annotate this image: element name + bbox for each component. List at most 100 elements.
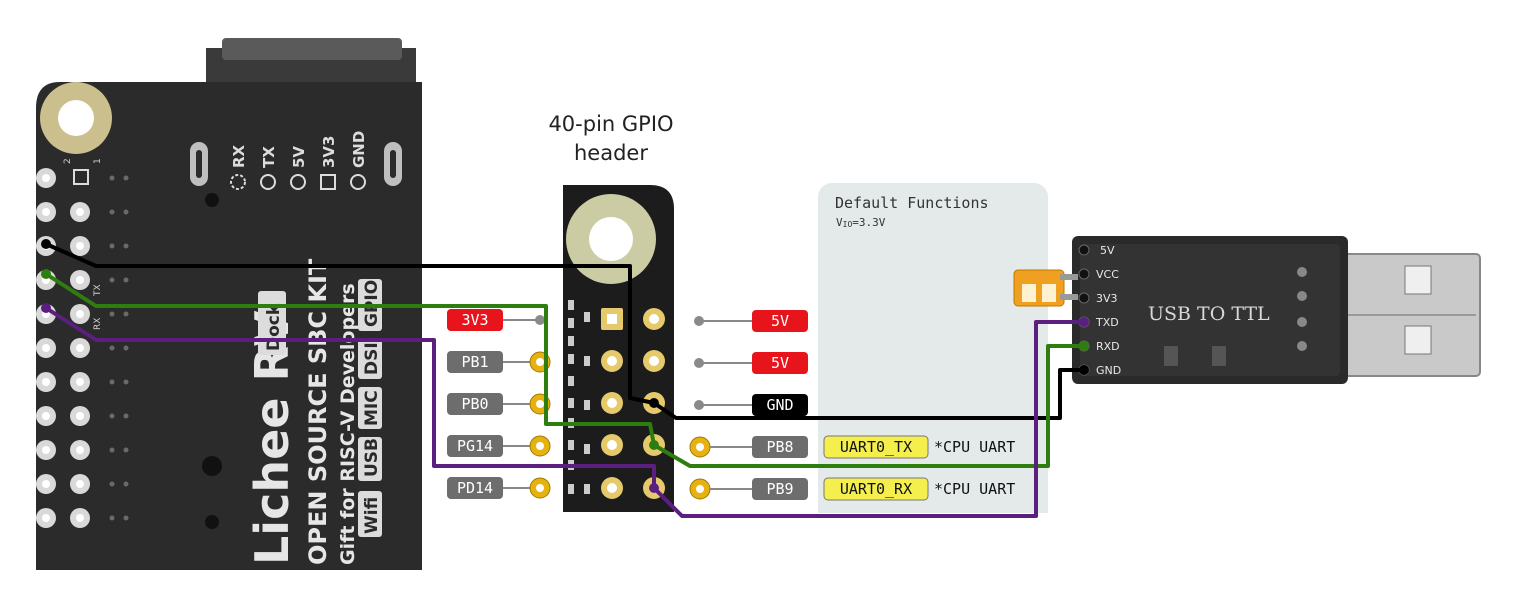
board-pin-hole xyxy=(76,480,84,488)
svg-text:PB8: PB8 xyxy=(766,438,793,456)
pin-label-3v3: 3V3 xyxy=(447,309,545,331)
board-via xyxy=(123,379,129,385)
svg-text:UART0_TX: UART0_TX xyxy=(840,438,912,456)
board-via xyxy=(123,447,129,453)
pin-label-pb8: PB8 UART0_TX *CPU UART xyxy=(689,435,1015,459)
svg-text:PB0: PB0 xyxy=(461,395,488,413)
silk-rx-side: RX xyxy=(93,318,103,330)
silk-pin-2: 2 xyxy=(63,158,73,164)
board-via xyxy=(109,311,115,317)
board-via xyxy=(123,209,129,215)
board-via xyxy=(123,413,129,419)
svg-text:GND: GND xyxy=(766,396,793,414)
wires xyxy=(41,239,1089,518)
usb-ttl-adapter: USB TO TTL 5V VCC 3V3 TXD RXD GND xyxy=(1013,236,1481,384)
function-uart0-rx xyxy=(823,477,929,501)
pin-label-5v-b: 5V xyxy=(694,352,808,374)
svg-text:PB9: PB9 xyxy=(766,480,793,498)
header-pin-3 xyxy=(601,350,623,372)
left-pin-labels: 3V3 PB1 PB0 PG14 xyxy=(447,309,551,499)
header-pin-9 xyxy=(601,477,623,499)
board-via xyxy=(123,311,129,317)
board-pin-hole xyxy=(76,310,84,318)
board-debug-labels: RX TX 5V 3V3 GND xyxy=(230,131,368,168)
board-tag-gpio: GPIO xyxy=(362,280,382,327)
svg-text:UART0_RX: UART0_RX xyxy=(840,480,912,498)
pin-label-pd14: PD14 xyxy=(447,477,551,499)
silk-rx: RX xyxy=(230,144,248,168)
ttl-pin-rxd: RXD xyxy=(1096,340,1120,353)
svg-text:PD14: PD14 xyxy=(457,479,493,497)
svg-text:5V: 5V xyxy=(771,312,789,330)
jumper-cap xyxy=(1013,269,1078,307)
board-pin-hole xyxy=(76,412,84,420)
board-via xyxy=(123,175,129,181)
board-line-kit: OPEN SOURCE SBC KIT xyxy=(304,258,332,565)
pin-label-pg14: PG14 xyxy=(447,435,551,457)
board-pin-hole xyxy=(42,412,50,420)
board-via xyxy=(109,277,115,283)
board-header-pins xyxy=(36,168,129,528)
board-via xyxy=(109,481,115,487)
ttl-pin-vcc: VCC xyxy=(1096,268,1119,281)
board-pin-hole xyxy=(76,208,84,216)
board-via xyxy=(109,209,115,215)
board-via xyxy=(123,243,129,249)
board-pin-hole xyxy=(76,344,84,352)
lichee-rv-board: RX TX 5V 3V3 GND 2 1 TX RX Lichee RV Doc… xyxy=(36,38,422,570)
board-via xyxy=(109,175,115,181)
silk-tx: TX xyxy=(260,146,278,168)
board-debug-pads xyxy=(190,142,402,190)
board-via xyxy=(123,345,129,351)
ttl-pin-5v: 5V xyxy=(1100,244,1115,257)
ttl-pin-3v3: 3V3 xyxy=(1096,292,1118,305)
header-title-line1: 40-pin GPIO xyxy=(548,112,673,136)
board-pin-hole xyxy=(76,514,84,522)
board-via xyxy=(123,277,129,283)
board-tags: Wifi USB MIC DSI GPIO xyxy=(358,279,382,537)
pin-label-5v-a: 5V xyxy=(694,310,808,332)
cpu-uart-note-2: *CPU UART xyxy=(934,480,1015,498)
silk-tx-side: TX xyxy=(93,284,103,297)
default-functions-title: Default Functions xyxy=(835,194,989,212)
ttl-pin-txd: TXD xyxy=(1095,316,1119,329)
cpu-uart-note-1: *CPU UART xyxy=(934,438,1015,456)
board-pin-hole xyxy=(42,480,50,488)
board-via xyxy=(109,413,115,419)
board-via xyxy=(109,243,115,249)
header-pin-2 xyxy=(643,308,665,330)
vio-label: VIO=3.3V xyxy=(836,216,886,229)
board-via xyxy=(123,481,129,487)
default-functions-panel: Default Functions VIO=3.3V xyxy=(818,183,1048,513)
board-tag-wifi: Wifi xyxy=(362,497,382,534)
board-pin-hole xyxy=(42,378,50,386)
board-via xyxy=(109,379,115,385)
header-pin-1 xyxy=(601,308,623,330)
svg-text:PB1: PB1 xyxy=(461,353,488,371)
header-title-line2: header xyxy=(574,141,648,165)
board-pin-hole xyxy=(76,276,84,284)
svg-text:5V: 5V xyxy=(771,354,789,372)
pin-label-pb1: PB1 xyxy=(447,351,551,373)
board-tag-mic: MIC xyxy=(362,390,382,426)
header-pin-5 xyxy=(601,392,623,414)
wire-tx xyxy=(44,272,1084,468)
board-pcb xyxy=(36,82,422,570)
board-pin-hole xyxy=(76,242,84,250)
pin-label-pb9: PB9 UART0_RX *CPU UART xyxy=(689,477,1015,501)
board-pin-hole xyxy=(42,174,50,182)
board-via xyxy=(109,345,115,351)
header-pin-4 xyxy=(643,350,665,372)
ttl-pin-gnd: GND xyxy=(1096,364,1121,377)
pin-label-pb0: PB0 xyxy=(447,393,551,415)
silk-gnd: GND xyxy=(350,131,368,168)
board-tag-dsi: DSI xyxy=(362,342,382,375)
board-tag-usb: USB xyxy=(362,438,382,477)
board-pin-hole xyxy=(42,446,50,454)
function-uart0-tx xyxy=(823,435,929,459)
board-pin-hole xyxy=(42,344,50,352)
silk-pin-1: 1 xyxy=(93,158,103,164)
board-pin-hole xyxy=(76,378,84,386)
wire-rx xyxy=(44,306,1084,518)
